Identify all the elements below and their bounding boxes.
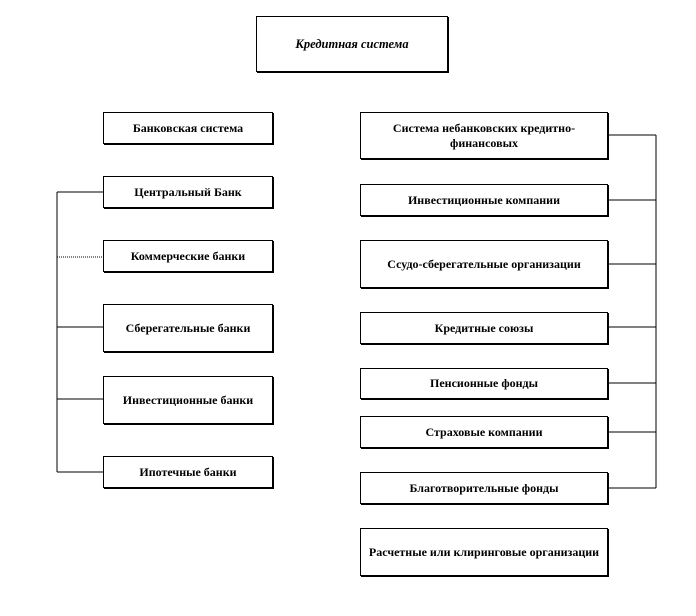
mortgage-banks-text: Ипотечные банки: [139, 464, 237, 479]
commercial-banks-box: Коммерческие банки: [103, 240, 273, 272]
pension-funds-text: Пенсионные фонды: [430, 376, 538, 390]
investment-banks-box: Инвестиционные банки: [103, 376, 273, 424]
banking-system-header-text: Банковская система: [132, 120, 244, 135]
investment-banks-text: Инвестиционные банки: [122, 392, 254, 407]
central-bank-text: Центральный Банк: [134, 184, 242, 199]
clearing-organizations-text: Расчетные или клиринговые организации: [368, 544, 600, 559]
loan-savings-organizations-text: Ссудо-сберегательные организации: [387, 256, 581, 271]
nonbanking-system-header: Система небанковских кредитно-финансовых: [360, 112, 608, 159]
investment-companies-text: Инвестиционные компании: [407, 192, 561, 207]
credit-system-title-text: Кредитная система: [295, 36, 409, 51]
investment-companies-box: Инвестиционные компании: [360, 184, 608, 216]
commercial-banks-text: Коммерческие банки: [130, 248, 246, 263]
charity-funds-text: Благотворительные фонды: [409, 480, 559, 495]
credit-system-title: Кредитная система: [256, 16, 448, 72]
credit-unions-box: Кредитные союзы: [360, 312, 608, 344]
charity-funds-box: Благотворительные фонды: [360, 472, 608, 504]
credit-unions-text: Кредитные союзы: [434, 320, 534, 335]
pension-funds-box: Пенсионные фонды: [360, 368, 608, 399]
nonbanking-system-header-text: Система небанковских кредитно-финансовых: [392, 120, 576, 150]
clearing-organizations-box: Расчетные или клиринговые организации: [360, 528, 608, 576]
central-bank-box: Центральный Банк: [103, 176, 273, 208]
insurance-companies-box: Страховые компании: [360, 416, 608, 448]
loan-savings-organizations-box: Ссудо-сберегательные организации: [360, 240, 608, 288]
savings-banks-box: Сберегательные банки: [103, 304, 273, 352]
insurance-companies-text: Страховые компании: [425, 424, 543, 439]
mortgage-banks-box: Ипотечные банки: [103, 456, 273, 488]
savings-banks-text: Сберегательные банки: [125, 320, 251, 335]
banking-system-header: Банковская система: [103, 112, 273, 144]
